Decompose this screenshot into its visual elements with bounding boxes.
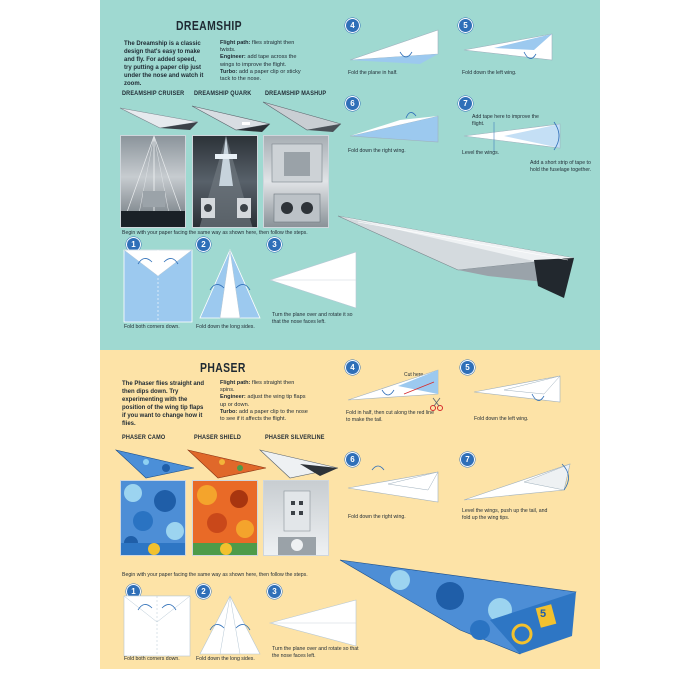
- phaser-step-5-caption: Fold down the left wing.: [474, 416, 529, 422]
- step-2-caption: Fold down the long sides.: [196, 324, 255, 330]
- dreamship-intro: The Dreamship is a classic design that's…: [124, 41, 204, 87]
- step-2-badge: 2: [196, 237, 211, 252]
- phaser-turbo-text: add a paper clip to the nose to see if i…: [220, 408, 308, 423]
- phaser-flight-path-label: Flight path:: [220, 380, 251, 386]
- camo-plane-icon: [114, 449, 195, 479]
- quark-plane-icon: [191, 105, 271, 132]
- step-7-badge: 7: [458, 96, 473, 111]
- step-4-diagram: [349, 29, 439, 64]
- flight-path-label: Flight path:: [220, 40, 251, 46]
- step-3-badge: 3: [267, 237, 282, 252]
- camo-pattern-tile: [120, 480, 186, 556]
- step-5-diagram: [463, 33, 553, 61]
- phaser-panel: PHASER The Phaser flies straight and the…: [100, 350, 600, 669]
- phaser-step-5-diagram: [473, 375, 561, 403]
- phaser-step-7-badge: 7: [460, 452, 475, 467]
- phaser-step-4-badge: 4: [345, 360, 360, 375]
- phaser-step-4-caption: Fold in half, then cut along the red lin…: [346, 410, 434, 423]
- phaser-step-1-diagram: [123, 595, 191, 657]
- phaser-step-6-badge: 6: [345, 452, 360, 467]
- phaser-step-4-diagram: [347, 369, 439, 401]
- phaser-step-2-caption: Fold down the long sides.: [196, 656, 255, 662]
- shield-plane-icon: [186, 449, 267, 479]
- step-7-caption: Level the wings.: [462, 150, 500, 156]
- step-5-caption: Fold down the left wing.: [462, 70, 517, 76]
- phaser-step-3-badge: 3: [267, 584, 282, 599]
- dreamship-instructions: Begin with your paper facing the same wa…: [122, 230, 308, 236]
- turbo-text: add a paper clip or sticky tack to the n…: [220, 68, 301, 83]
- shield-pattern-tile: [192, 480, 258, 556]
- engineer-text: add tape across the wings to improve the…: [220, 54, 297, 68]
- phaser-step-7-diagram: [463, 463, 571, 501]
- phaser-step-2-diagram: [199, 595, 261, 655]
- phaser-step-2-badge: 2: [196, 584, 211, 599]
- silverline-plane-icon: [258, 449, 339, 479]
- step-4-caption: Fold the plane in half.: [348, 70, 398, 76]
- phaser-step-6-diagram: [347, 465, 439, 503]
- step-3-caption: Turn the plane over and rotate it so tha…: [272, 312, 353, 325]
- variant-label-camo: PHASER CAMO: [122, 434, 166, 441]
- variant-label-silverline: PHASER SILVERLINE: [265, 434, 325, 441]
- cruiser-plane-icon: [119, 107, 199, 130]
- phaser-plane-badge: 5: [540, 608, 547, 620]
- phaser-intro: The Phaser flies straight and then dips …: [122, 381, 205, 427]
- phaser-cut-label: Cut here: [404, 372, 424, 378]
- phaser-flight-path-text: flies straight then spins.: [220, 380, 295, 394]
- variant-label-cruiser: DREAMSHIP CRUISER: [122, 90, 185, 97]
- phaser-engineer-label: Engineer:: [220, 394, 246, 401]
- mashup-plane-icon: [262, 101, 342, 132]
- phaser-step-6-caption: Fold down the right wing.: [348, 514, 406, 520]
- variant-label-mashup: DREAMSHIP MASHUP: [265, 90, 327, 97]
- step-6-caption: Fold down the right wing.: [348, 148, 406, 154]
- mashup-pattern-tile: [263, 135, 329, 228]
- step-2-diagram: [199, 249, 261, 319]
- phaser-turbo-label: Turbo:: [220, 408, 238, 415]
- phaser-title: PHASER: [200, 360, 246, 375]
- phaser-finished-plane: [339, 559, 577, 655]
- phaser-engineer-text: adjust the wing tip flaps up or down.: [220, 394, 306, 408]
- step-6-diagram: [349, 112, 439, 143]
- phaser-step-3-caption: Turn the plane over and rotate so that t…: [272, 646, 359, 659]
- flight-path-text: flies straight then twists.: [220, 40, 295, 54]
- step-7-tape-note-2: Add a short strip of tape to hold the fu…: [530, 160, 592, 173]
- dreamship-finished-plane: [337, 215, 575, 298]
- phaser-step-7-caption: Level the wings, push up the tail, and f…: [462, 508, 548, 521]
- silverline-pattern-tile: [263, 480, 329, 556]
- step-1-caption: Fold both corners down.: [124, 324, 180, 330]
- step-1-badge: 1: [126, 237, 141, 252]
- step-7-tape-note-1: Add tape here to improve the flight.: [472, 114, 539, 127]
- phaser-flight-info: Flight path: flies straight then spins. …: [220, 380, 310, 423]
- scissors-icon: [430, 397, 443, 411]
- cruiser-pattern-tile: [120, 135, 186, 228]
- dreamship-title: DREAMSHIP: [176, 18, 243, 33]
- step-7-diagram: [463, 121, 561, 152]
- dreamship-flight-info: Flight path: flies straight then twists.…: [220, 40, 310, 83]
- phaser-step-1-caption: Fold both corners down.: [124, 656, 180, 662]
- step-3-diagram: [269, 251, 357, 309]
- step-1-diagram: [123, 249, 193, 323]
- quark-pattern-tile: [192, 135, 258, 228]
- variant-label-quark: DREAMSHIP QUARK: [194, 90, 252, 97]
- step-4-badge: 4: [345, 18, 360, 33]
- step-6-badge: 6: [345, 96, 360, 111]
- phaser-step-5-badge: 5: [460, 360, 475, 375]
- variant-label-shield: PHASER SHIELD: [194, 434, 242, 441]
- turbo-label: Turbo:: [220, 68, 238, 75]
- step-5-badge: 5: [458, 18, 473, 33]
- engineer-label: Engineer:: [220, 54, 246, 61]
- phaser-instructions: Begin with your paper facing the same wa…: [122, 572, 308, 578]
- phaser-step-3-diagram: [268, 599, 357, 647]
- dreamship-panel: DREAMSHIP The Dreamship is a classic des…: [100, 0, 600, 350]
